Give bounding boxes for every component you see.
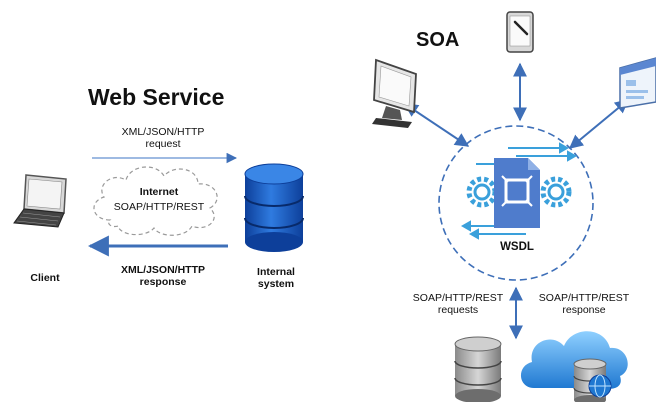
browser-link-arrow [568, 99, 630, 149]
wsdl-label: WSDL [500, 241, 534, 253]
gear-icon [466, 176, 498, 208]
request-label: XML/JSON/HTTP request [108, 126, 218, 150]
internet-cloud-icon [93, 166, 218, 236]
soa-requests-line2: requests [437, 304, 479, 316]
soa-boundary [438, 125, 594, 281]
browser-window-icon [619, 57, 656, 109]
soa-requests-line1: SOAP/HTTP/REST [412, 292, 504, 304]
client-label: Client [30, 272, 60, 284]
internet-title: Internet [139, 186, 179, 198]
internet-protocols: SOAP/HTTP/REST [113, 201, 205, 213]
internet-label: Internet SOAP/HTTP/REST [102, 186, 216, 213]
gear-icon [540, 176, 572, 208]
internal-system-label: Internal system [246, 266, 306, 290]
soa-response-label: SOAP/HTTP/REST response [534, 292, 634, 316]
tablet-icon [506, 11, 534, 53]
internal-system-line1: Internal [257, 266, 295, 278]
soa-requests-label: SOAP/HTTP/REST requests [408, 292, 508, 316]
monitor-icon [372, 58, 417, 128]
request-label-line1: XML/JSON/HTTP [121, 126, 205, 138]
soa-response-line2: response [562, 304, 606, 316]
response-label-line1: XML/JSON/HTTP [120, 264, 205, 276]
web-service-title: Web Service [88, 84, 225, 110]
database-icon [244, 163, 304, 252]
server-icon [454, 336, 502, 402]
response-label: XML/JSON/HTTP response [108, 264, 218, 288]
service-document-icon [494, 158, 540, 228]
globe-icon [588, 374, 612, 398]
soa-response-line1: SOAP/HTTP/REST [538, 292, 630, 304]
internal-system-line2: system [257, 278, 295, 290]
laptop-icon [13, 174, 67, 228]
soa-title: SOA [416, 29, 460, 51]
response-label-line2: response [139, 276, 187, 288]
request-label-line2: request [145, 138, 181, 150]
monitor-link-arrow [403, 103, 470, 147]
cloud-server-icon [520, 331, 628, 402]
